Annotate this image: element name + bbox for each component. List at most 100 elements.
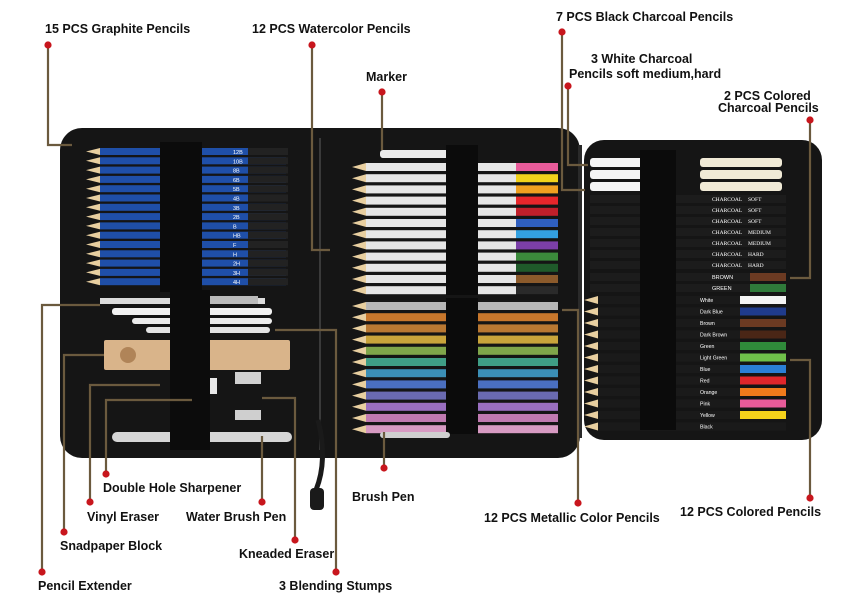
- watercolor-pencil: [366, 252, 516, 261]
- colored-pencil-label: Orange: [700, 390, 717, 396]
- leader-colored-charcoal: [790, 120, 812, 280]
- colored-tip: [584, 319, 598, 327]
- colored-tip: [584, 365, 598, 373]
- colored-charcoal-end: [750, 273, 786, 281]
- watercolor-cap: [516, 196, 558, 205]
- colored-pencil-label: Dark Brown: [700, 333, 727, 339]
- colored-tip: [584, 330, 598, 339]
- colored-pencil-label: Red: [700, 379, 710, 385]
- colored-pencil-label: Black: [700, 425, 713, 431]
- leader-vinyl-eraser: [88, 383, 160, 502]
- black-pencil: [248, 268, 288, 276]
- colored-tip: [584, 307, 598, 316]
- leader-lines: [38, 28, 814, 576]
- charcoal-pencil: [590, 217, 786, 225]
- colored-tip: [584, 388, 598, 396]
- graphite-tip: [86, 194, 100, 202]
- metallic-tip: [352, 358, 366, 366]
- graphite-tip: [86, 157, 100, 165]
- label-white-charcoal-2: Pencils soft medium,hard: [569, 67, 722, 81]
- watercolor-cap: [516, 252, 558, 261]
- metallic-tip: [352, 346, 366, 355]
- brush-pen: [380, 432, 450, 438]
- metallic-tip: [352, 380, 366, 389]
- colored-pencil-label: Dark Blue: [700, 310, 723, 316]
- leader-kneaded-dot: [291, 536, 299, 544]
- black-pencil: [248, 148, 288, 155]
- leader-metallic: [562, 308, 580, 503]
- colored-pencil-label: Pink: [700, 402, 710, 408]
- graphite-tip: [86, 241, 100, 248]
- label-watercolor-pencils: 12 PCS Watercolor Pencils: [252, 22, 411, 36]
- watercolor-tip: [352, 252, 366, 261]
- colored-pencil-end: [740, 296, 786, 304]
- watercolor-cap: [516, 275, 558, 283]
- leader-sharpener-dot: [102, 470, 110, 478]
- charcoal-grade-label: SOFT: [748, 219, 762, 225]
- graphite-grade-label: H: [233, 252, 237, 258]
- charcoal-grade-label: SOFT: [748, 197, 762, 203]
- metallic-tip: [352, 425, 366, 434]
- label-kneaded-eraser: Kneaded Eraser: [239, 547, 335, 561]
- colored-tip: [584, 376, 598, 385]
- watercolor-pencil: [366, 163, 516, 171]
- label-brush-pen: Brush Pen: [352, 490, 415, 504]
- black-pencil: [248, 157, 288, 165]
- colored-pencil-end: [740, 422, 786, 431]
- graphite-grade-label: 6B: [233, 178, 240, 184]
- graphite-grade-label: 3B: [233, 206, 240, 212]
- watercolor-cap: [516, 174, 558, 183]
- colored-pencil-end: [740, 330, 786, 339]
- watercolor-tip: [352, 207, 366, 216]
- watercolor-pencil: [366, 196, 516, 205]
- label-double-hole-sharpener: Double Hole Sharpener: [103, 481, 242, 495]
- sandpaper-handle-hole: [120, 347, 136, 363]
- colored-pencil-end: [740, 399, 786, 408]
- watercolor-pencil: [366, 207, 516, 216]
- colored-pencil-label: Light Green: [700, 356, 727, 362]
- graphite-tip: [86, 185, 100, 193]
- metallic-tip: [352, 391, 366, 400]
- graphite-tip: [86, 175, 100, 183]
- elastic-strap: [446, 145, 478, 295]
- label-vinyl-eraser: Vinyl Eraser: [87, 510, 160, 524]
- graphite-grade-label: 2H: [233, 262, 240, 268]
- leader-kneaded: [262, 396, 297, 540]
- label-marker: Marker: [366, 70, 407, 84]
- colored-pencil-end: [740, 342, 786, 350]
- watercolor-cap: [516, 185, 558, 194]
- leader-colored: [790, 358, 812, 498]
- charcoal-grade-label: SOFT: [748, 208, 762, 214]
- watercolor-pencils: [352, 145, 558, 295]
- white-charcoal-pencil: [700, 158, 782, 167]
- label-metallic-pencils: 12 PCS Metallic Color Pencils: [484, 511, 660, 525]
- black-pencil: [248, 166, 288, 174]
- watercolor-tip: [352, 275, 366, 283]
- elastic-strap: [640, 150, 676, 430]
- leader-colored-dot: [806, 494, 814, 502]
- colored-tip: [584, 342, 598, 350]
- watercolor-pencil: [366, 275, 516, 283]
- label-white-charcoal-1: 3 White Charcoal: [591, 52, 693, 66]
- watercolor-tip: [352, 263, 366, 272]
- leader-black-charcoal: [560, 32, 585, 192]
- metallic-tip: [352, 302, 366, 310]
- colored-pencil-label: Blue: [700, 367, 710, 373]
- black-pencil: [248, 203, 288, 211]
- metallic-tip: [352, 369, 366, 378]
- leader-watercolor-dot: [308, 41, 316, 49]
- charcoal-name-label: CHARCOAL: [712, 208, 743, 214]
- watercolor-cap: [516, 207, 558, 216]
- zipper-pull: [313, 419, 326, 491]
- label-blending-stumps: 3 Blending Stumps: [279, 579, 393, 593]
- leader-metallic-dot: [574, 499, 582, 507]
- label-colored-charcoal-2: Charcoal Pencils: [718, 101, 819, 115]
- black-pencil-column: [248, 148, 288, 286]
- colored-pencil-end: [740, 388, 786, 396]
- colored-pencil-end: [740, 319, 786, 327]
- metallic-tip: [352, 335, 366, 344]
- charcoal-name-label: CHARCOAL: [712, 241, 743, 247]
- metallic-tip: [352, 402, 366, 411]
